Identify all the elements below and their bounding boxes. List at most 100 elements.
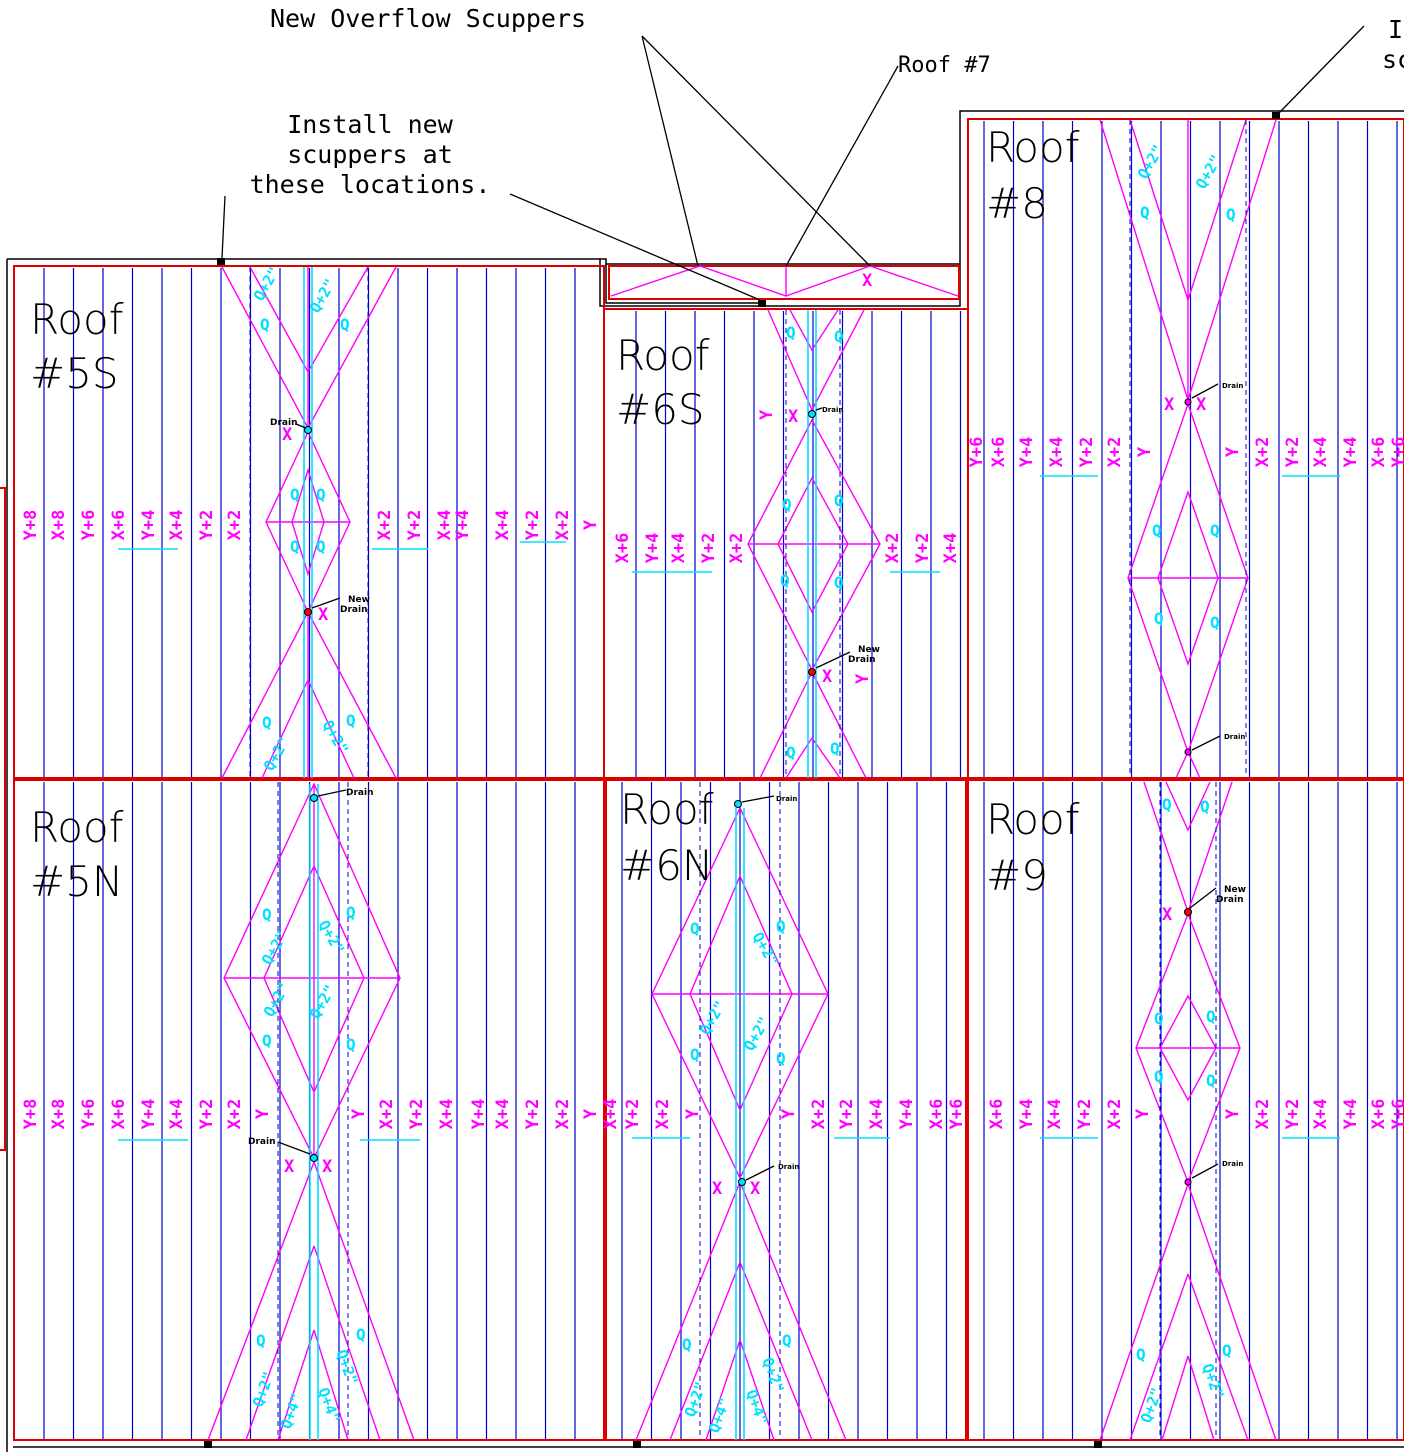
taper-code: Y+4 [139, 510, 159, 541]
q-marker: Q [1140, 203, 1150, 222]
overflow-scuppers-note: New Overflow Scuppers [270, 4, 586, 33]
new-label-5s: New [348, 595, 370, 605]
taper-code: Y [581, 519, 601, 530]
drain-labels: Drain New Drain Drain New Drain Drain Dr… [248, 382, 1246, 1171]
taper-code: Y+4 [1017, 437, 1037, 468]
taper-code: X+2 [883, 533, 903, 564]
q-marker: Q [1210, 613, 1220, 632]
taper-code: X+2 [225, 510, 245, 541]
taper-code: Y+6 [947, 1099, 967, 1130]
taper-code: X+4 [493, 510, 513, 541]
taper-code: Y+4 [643, 533, 663, 564]
leader-lines [221, 25, 1365, 1181]
scupper-6n [633, 1441, 641, 1448]
taper-code: X+2 [1105, 437, 1125, 468]
taper-code: X+8 [49, 1099, 69, 1130]
q-marker: Q [1200, 797, 1210, 816]
q-plus-2-marker: Q+2" [681, 1379, 710, 1419]
taper-code: X+6 [613, 533, 633, 564]
roof-8-number: #8 [986, 179, 1048, 228]
drain-label-5s: Drain [270, 418, 297, 428]
cricket-guides [249, 120, 1247, 1440]
drain-8-upper [1184, 398, 1192, 406]
taper-code: Y [779, 1108, 799, 1119]
q-marker: Q [340, 315, 350, 334]
taper-code: X+4 [167, 510, 187, 541]
drain-5s [304, 426, 312, 434]
taper-code: Y+2 [1283, 437, 1303, 468]
taper-code: X+2 [377, 1099, 397, 1130]
taper-code: Y+2 [197, 510, 217, 541]
roof-5s-number: #5S [30, 349, 119, 398]
taper-code: Y [683, 1108, 703, 1119]
taper-code: X+4 [1047, 437, 1067, 468]
q-marker: Q [776, 917, 786, 936]
x-mark: X [862, 271, 873, 291]
q-marker: Q [262, 713, 272, 732]
taper-code: Y+4 [139, 1099, 159, 1130]
q-plus-2-marker: Q+2" [250, 264, 284, 304]
drain-label-6n: Drain [776, 795, 797, 803]
taper-code: X+2 [375, 510, 395, 541]
q-plus-2-marker: Q+2" [249, 1369, 278, 1409]
x-marks: X X X X X X X X X X X X [282, 271, 1207, 1199]
x-mark: X [750, 1179, 761, 1199]
roof-5s-label: Roof [30, 295, 124, 344]
q-marker: Q [834, 573, 844, 592]
roof-6s-label: Roof [616, 331, 710, 380]
taper-code: Y+4 [1017, 1099, 1037, 1130]
q-plus-4-marker: Q+4" [277, 1391, 306, 1431]
taper-code: Y+2 [197, 1099, 217, 1130]
taper-code: X+6 [1369, 437, 1389, 468]
building-outline [6, 110, 1404, 1452]
taper-code: X+6 [109, 1099, 129, 1130]
q-plus-2-marker: Q+2" [306, 276, 340, 316]
taper-code: Y+4 [469, 1099, 489, 1130]
x-mark: X [284, 1157, 295, 1177]
taper-code: Y+6 [967, 437, 987, 468]
q-marker: Q [1154, 1067, 1164, 1086]
x-mark: X [822, 667, 833, 687]
taper-code: Y [1223, 1108, 1243, 1119]
q-marker: Q [262, 1031, 272, 1050]
taper-code: X+6 [927, 1099, 947, 1130]
q-marker: Q [786, 323, 796, 342]
q-marker: Q [262, 905, 272, 924]
taper-code: X+6 [109, 510, 129, 541]
drain-label-8-upper: Drain [1222, 382, 1243, 390]
q-plus-2-marker: Q+2" [1198, 1361, 1227, 1401]
q-marker: Q [1222, 1341, 1232, 1360]
x-mark: X [322, 1157, 333, 1177]
q-plus-2-marker: Q+2" [758, 1355, 787, 1395]
drain-9 [1184, 1178, 1192, 1186]
taper-code: X+2 [553, 1099, 573, 1130]
new-drain-label-9: Drain [1216, 895, 1243, 905]
taper-code: X+2 [727, 533, 747, 564]
drain-label-5n-lower: Drain [248, 1137, 275, 1147]
q-marker: Q [1136, 1345, 1146, 1364]
taper-code: X+2 [225, 1099, 245, 1130]
scupper-5s [217, 258, 225, 265]
roof-6n-number: #6N [620, 841, 713, 890]
q-marker: Q [346, 1035, 356, 1054]
q-marker: Q [290, 537, 300, 556]
taper-code: X+4 [167, 1099, 187, 1130]
taper-code: Y+2 [523, 510, 543, 541]
roof-9-label: Roof [986, 795, 1080, 844]
taper-code: X+6 [1369, 1099, 1389, 1130]
q-plus-4-marker: Q+4" [742, 1387, 771, 1427]
q-plus-2-marker: Q+2" [1137, 1385, 1166, 1425]
taper-code: X+4 [941, 533, 961, 564]
roof-8-label: Roof [986, 123, 1080, 172]
q-plus-markers: Q+2" Q+2" Q+2" Q+2" Q+2" Q+2" Q+2" Q+2" … [249, 142, 1228, 1436]
taper-code: Y+4 [453, 510, 473, 541]
taper-code: Y [349, 1108, 369, 1119]
q-marker: Q [1154, 609, 1164, 628]
install-note-line3: these locations. [250, 170, 491, 199]
roof-edges [0, 118, 1404, 1441]
taper-code: Y [253, 1108, 273, 1119]
q-marker: Q [780, 571, 790, 590]
taper-code: X+4 [1045, 1099, 1065, 1130]
x-mark: X [1196, 395, 1207, 415]
scuppers [204, 112, 1280, 1448]
